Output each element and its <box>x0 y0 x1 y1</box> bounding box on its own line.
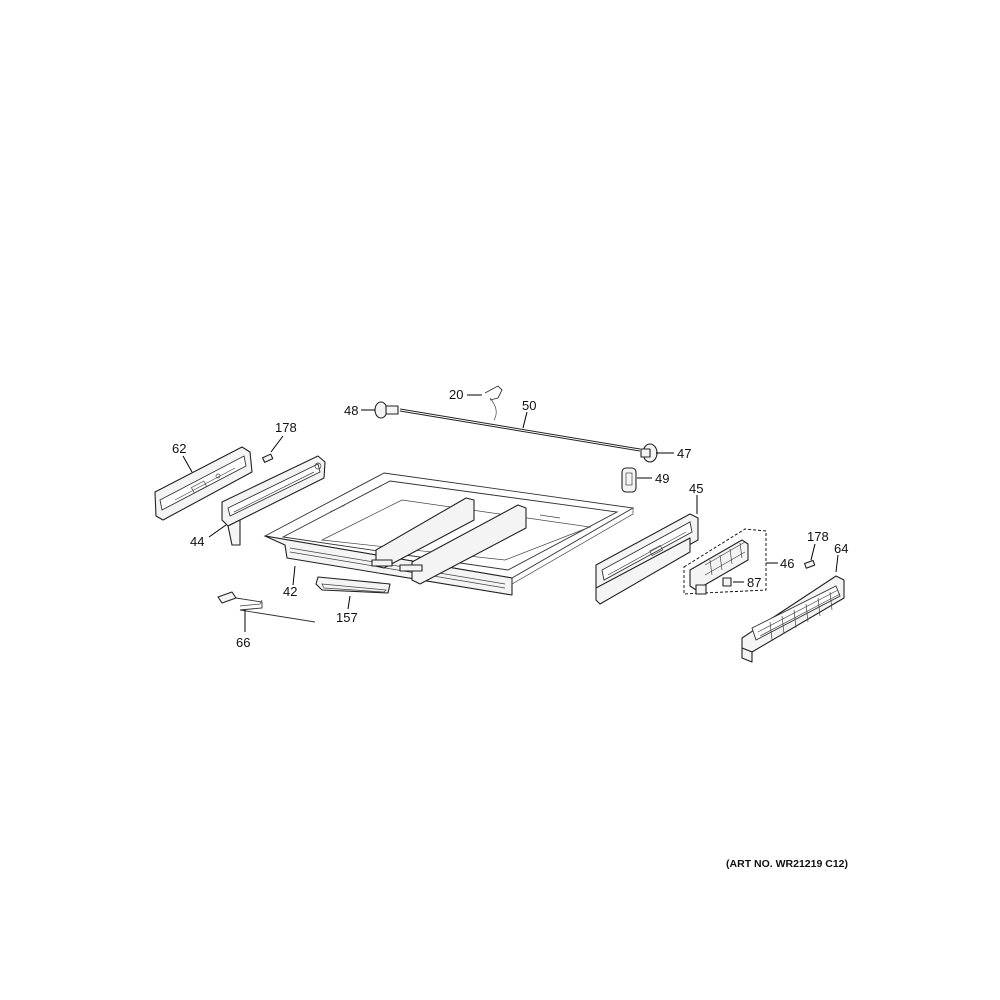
grille-pattern <box>757 589 841 641</box>
part-178-left-screw[interactable] <box>261 453 274 463</box>
part-46-latch-assembly[interactable] <box>683 528 767 595</box>
leader-lines <box>182 394 839 632</box>
art-number: (ART NO. WR21219 C12) <box>726 858 848 870</box>
part-62-left-bracket[interactable] <box>154 446 253 521</box>
part-87-fastener[interactable] <box>722 577 732 587</box>
part-49-bracket-clip[interactable] <box>621 467 637 493</box>
callout-42: 42 <box>283 584 297 599</box>
part-42-drawer-basket[interactable] <box>263 472 635 596</box>
callout-178-left: 178 <box>275 420 297 435</box>
callout-labels: 20 48 50 47 49 62 178 44 42 157 66 45 46… <box>172 387 848 650</box>
callout-49: 49 <box>655 471 669 486</box>
callout-46: 46 <box>780 556 794 571</box>
callout-157: 157 <box>336 610 358 625</box>
part-157-front-trim[interactable] <box>315 576 391 594</box>
callout-44: 44 <box>190 534 204 549</box>
part-178-right-screw[interactable] <box>804 559 816 569</box>
part-47-right-knob[interactable] <box>640 443 658 463</box>
callout-64: 64 <box>834 541 848 556</box>
callout-47: 47 <box>677 446 691 461</box>
callout-178-right: 178 <box>807 529 829 544</box>
part-66-rod[interactable] <box>217 591 316 623</box>
part-44-left-slide-rail[interactable] <box>221 455 326 546</box>
part-50-cross-rod[interactable] <box>399 408 641 452</box>
callout-87: 87 <box>747 575 761 590</box>
part-64-right-bracket[interactable] <box>741 575 845 663</box>
callout-50: 50 <box>522 398 536 413</box>
latch-teeth <box>704 541 746 576</box>
callout-66: 66 <box>236 635 250 650</box>
callout-48: 48 <box>344 403 358 418</box>
part-48-left-knob[interactable] <box>374 401 399 419</box>
part-20-clip[interactable] <box>484 385 503 421</box>
callout-45: 45 <box>689 481 703 496</box>
part-45-right-slide-rail[interactable] <box>595 513 699 605</box>
callout-20: 20 <box>449 387 463 402</box>
callout-62: 62 <box>172 441 186 456</box>
